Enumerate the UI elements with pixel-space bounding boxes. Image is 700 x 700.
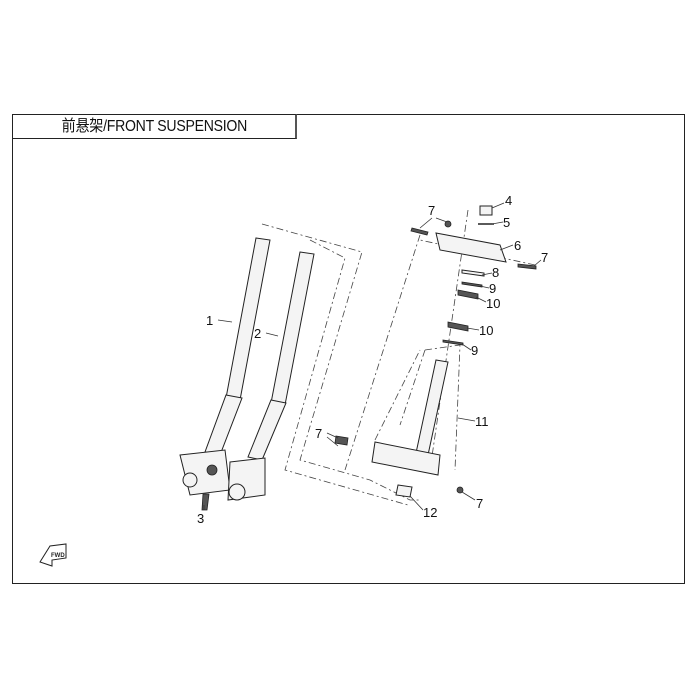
callout-7-lower-left: 7: [315, 426, 322, 441]
title-box: 前悬架/FRONT SUSPENSION: [12, 114, 297, 139]
fork-leg-2: [227, 251, 315, 501]
seal-9-lower: [442, 339, 464, 346]
nut-7-upper: [444, 220, 452, 228]
lower-triple-clamp: [371, 441, 441, 476]
seal-9-upper: [461, 281, 483, 288]
steering-stem-outline: [374, 344, 461, 471]
bearing-10-lower: [447, 321, 469, 332]
diagram-frame: [12, 114, 685, 584]
callout-8: 8: [492, 265, 499, 280]
callout-2: 2: [254, 326, 261, 341]
fwd-label: FWD: [51, 553, 65, 559]
nut-12: [395, 484, 413, 498]
leader-lines: [203, 202, 542, 511]
bolt-7-upper-left: [410, 227, 429, 236]
page-title: 前悬架/FRONT SUSPENSION: [61, 118, 247, 135]
nut-7-lower: [456, 486, 464, 494]
axis-line: [344, 209, 536, 471]
callout-7-right: 7: [541, 250, 548, 265]
cap-nut-4: [479, 205, 493, 216]
bolt-7-lower-left: [334, 435, 349, 446]
callout-4: 4: [505, 193, 512, 208]
callout-7-lower-right: 7: [476, 496, 483, 511]
callout-9-lower: 9: [471, 343, 478, 358]
upper-triple-clamp: [435, 232, 507, 263]
bolt-3: [201, 493, 210, 511]
callout-5: 5: [503, 215, 510, 230]
callout-12: 12: [423, 505, 437, 520]
assembly-outline-left: [261, 223, 420, 501]
callout-3: 3: [197, 511, 204, 526]
assembly-outline-mid: [284, 239, 409, 506]
bolt-7-right: [517, 263, 537, 270]
callout-10-lower: 10: [479, 323, 493, 338]
forward-direction-icon: FWD: [39, 543, 67, 567]
callout-9-upper: 9: [489, 281, 496, 296]
bearing-10-upper: [457, 289, 479, 300]
steering-stem: [415, 359, 449, 456]
callout-11: 11: [475, 414, 489, 429]
fork-leg-1: [179, 237, 271, 496]
callout-10-upper: 10: [486, 296, 500, 311]
callout-7-upper-left: 7: [428, 203, 435, 218]
callout-1: 1: [206, 313, 213, 328]
ring-8: [461, 269, 485, 277]
callout-6: 6: [514, 238, 521, 253]
